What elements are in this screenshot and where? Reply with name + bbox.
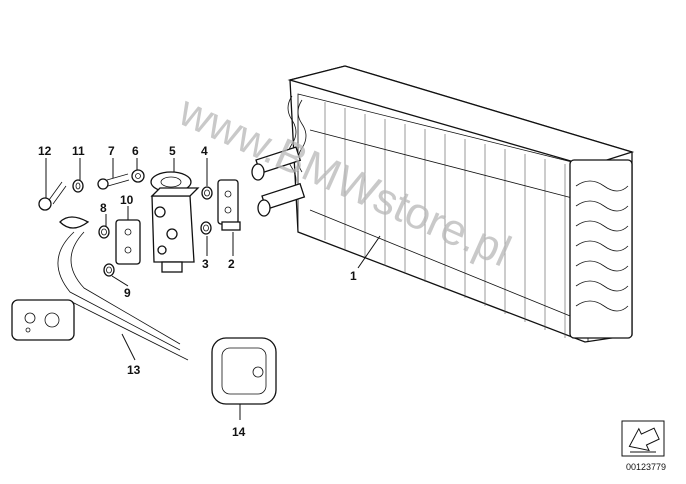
refrigerant-pipe-part-13[interactable] bbox=[11, 216, 189, 361]
o-ring-part-9[interactable] bbox=[103, 263, 115, 277]
callout-3: 3 bbox=[202, 257, 209, 271]
callout-12: 12 bbox=[38, 144, 52, 158]
o-ring-part-3[interactable] bbox=[200, 221, 212, 235]
washer-part-11[interactable] bbox=[72, 179, 84, 193]
callout-1: 1 bbox=[350, 269, 357, 283]
callout-4: 4 bbox=[201, 144, 208, 158]
callout-11: 11 bbox=[72, 144, 85, 158]
clip-plate-part-10[interactable] bbox=[115, 219, 141, 265]
callout-5: 5 bbox=[169, 144, 176, 158]
reference-number: 00123779 bbox=[626, 462, 666, 472]
evaporator-end-bends bbox=[569, 159, 633, 339]
callout-13: 13 bbox=[127, 363, 141, 377]
seal-gasket-part-14[interactable] bbox=[211, 337, 277, 405]
callout-7: 7 bbox=[108, 144, 115, 158]
callout-6: 6 bbox=[132, 144, 139, 158]
screw-part-12[interactable] bbox=[38, 181, 67, 211]
leader-lines bbox=[45, 158, 381, 420]
screw-part-7[interactable] bbox=[97, 173, 130, 190]
evaporator-pipe-stubs bbox=[251, 146, 306, 217]
callout-14: 14 bbox=[232, 425, 246, 439]
nut-part-6[interactable] bbox=[131, 169, 145, 183]
o-ring-part-4[interactable] bbox=[201, 186, 213, 200]
callout-10: 10 bbox=[120, 193, 134, 207]
expansion-valve-part[interactable] bbox=[150, 171, 200, 273]
callout-2: 2 bbox=[228, 257, 235, 271]
orientation-arrow-icon bbox=[621, 420, 665, 457]
o-ring-part-8[interactable] bbox=[98, 225, 110, 239]
callout-9: 9 bbox=[124, 286, 131, 300]
callout-8: 8 bbox=[100, 201, 107, 215]
clip-plate-part-2[interactable] bbox=[217, 179, 241, 231]
evaporator-fins bbox=[309, 102, 581, 338]
evaporator-part[interactable] bbox=[251, 65, 635, 343]
